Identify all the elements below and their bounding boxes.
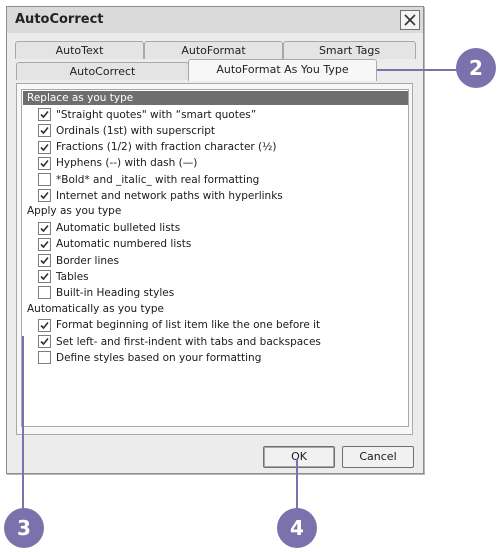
checkmark-icon [40,159,49,167]
ok-button[interactable]: OK [263,446,335,468]
title-bar: AutoCorrect [7,7,423,33]
option-checkbox[interactable] [38,318,51,332]
tab-autoformat[interactable]: AutoFormat [144,41,283,59]
section-header[interactable]: Apply as you type [27,205,122,218]
checkmark-icon [40,143,49,151]
callout-3-leader [22,336,24,510]
option-label: Format beginning of list item like the o… [56,319,321,332]
option-checkbox[interactable] [38,286,51,300]
option-row[interactable]: Set left- and first-indent with tabs and… [38,334,321,349]
checkmark-icon [40,192,49,200]
option-row[interactable]: Ordinals (1st) with superscript [38,123,215,138]
option-row[interactable]: Border lines [38,253,119,268]
option-checkbox[interactable] [38,237,51,251]
option-row[interactable]: Define styles based on your formatting [38,350,261,365]
checkmark-icon [40,224,49,232]
close-button[interactable] [400,10,420,30]
callout-4: 4 [277,508,317,548]
option-row[interactable]: *Bold* and _italic_ with real formatting [38,172,259,187]
option-checkbox[interactable] [38,335,51,348]
option-row[interactable]: Hyphens (--) with dash (—) [38,156,197,171]
checkmark-icon [40,240,49,248]
tab-smart-tags[interactable]: Smart Tags [283,41,416,59]
close-icon [404,14,416,26]
section-header[interactable]: Replace as you type [23,91,408,105]
option-label: Hyphens (--) with dash (—) [56,157,198,170]
option-row[interactable]: "Straight quotes" with “smart quotes” [38,107,256,122]
callout-4-leader [296,459,298,511]
tab-autocorrect[interactable]: AutoCorrect [16,62,189,80]
option-checkbox[interactable] [38,108,51,122]
option-checkbox[interactable] [38,173,51,186]
option-checkbox[interactable] [38,189,51,203]
option-label: Set left- and first-indent with tabs and… [56,335,321,348]
callout-2: 2 [456,48,496,88]
option-label: Border lines [56,254,119,267]
option-label: Internet and network paths with hyperlin… [56,189,283,202]
checkmark-icon [40,256,49,265]
option-row[interactable]: Built-in Heading styles [38,285,174,300]
tab-panel: Replace as you type "Straight quotes" wit… [16,83,413,435]
options-list: Replace as you type "Straight quotes" wit… [21,89,409,427]
option-checkbox[interactable] [38,351,51,365]
option-label: "Straight quotes" with “smart quotes” [56,108,257,121]
option-label: Ordinals (1st) with superscript [56,124,216,137]
callout-2-leader [372,69,458,71]
option-checkbox[interactable] [38,124,51,138]
option-label: Automatic numbered lists [56,238,192,251]
option-row[interactable]: Fractions (1/2) with fraction character … [38,140,276,155]
option-checkbox[interactable] [38,221,51,235]
tab-autotext[interactable]: AutoText [15,41,144,59]
autocorrect-dialog: AutoCorrect AutoText AutoFormat Smart Ta… [6,6,424,474]
option-row[interactable]: Internet and network paths with hyperlin… [38,188,283,203]
option-row[interactable]: Automatic numbered lists [38,237,191,252]
checkmark-icon [40,127,49,135]
option-row[interactable]: Tables [38,269,89,284]
checkmark-icon [40,111,49,119]
option-checkbox[interactable] [38,156,51,170]
option-label: Fractions (1/2) with fraction character … [56,141,277,154]
option-label: Automatic bulleted lists [56,222,181,235]
checkmark-icon [40,273,49,281]
dialog-title: AutoCorrect [15,12,104,27]
cancel-button[interactable]: Cancel [342,446,414,468]
option-row[interactable]: Format beginning of list item like the o… [38,318,320,333]
option-label: Tables [56,270,89,283]
option-row[interactable]: Automatic bulleted lists [38,221,180,236]
tab-autoformat-as-you-type[interactable]: AutoFormat As You Type [188,59,377,81]
option-checkbox[interactable] [38,270,51,284]
option-checkbox[interactable] [38,254,51,267]
option-label: Built-in Heading styles [56,286,175,299]
section-header[interactable]: Automatically as you type [27,302,164,315]
checkmark-icon [40,337,49,346]
option-label: *Bold* and _italic_ with real formatting [56,173,260,186]
checkmark-icon [40,321,49,329]
option-checkbox[interactable] [38,140,51,154]
callout-3: 3 [4,508,44,548]
option-label: Define styles based on your formatting [56,351,262,364]
